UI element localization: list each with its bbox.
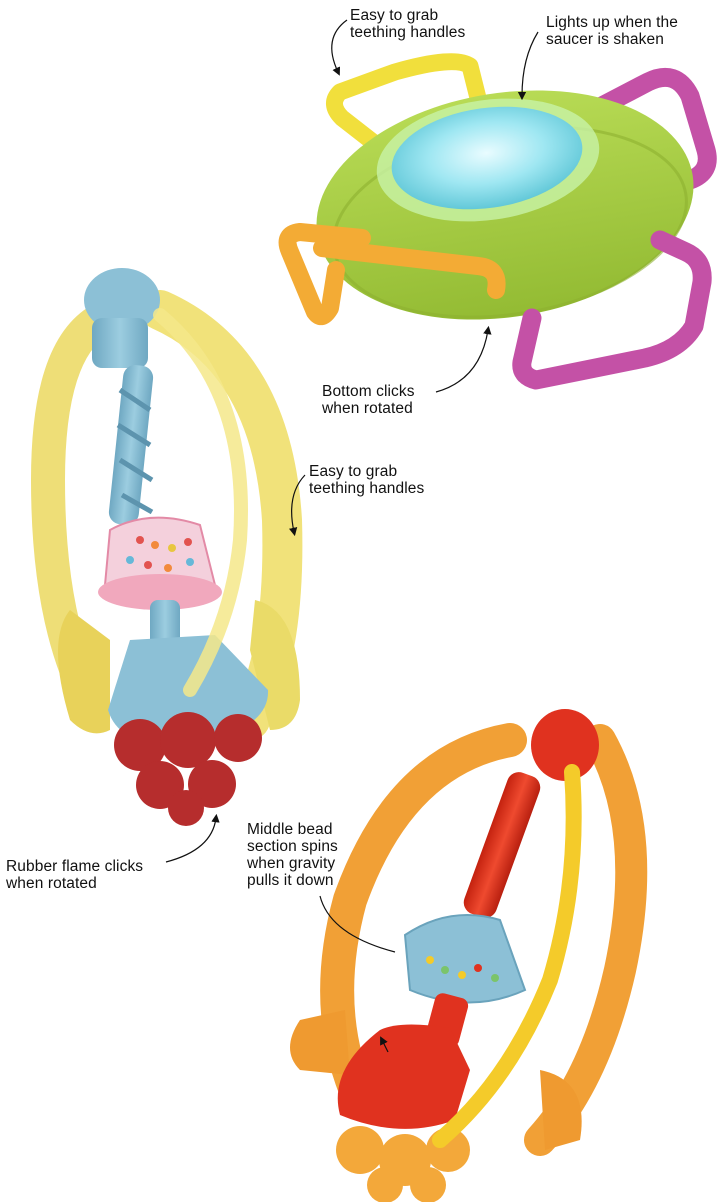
rocket-upper-collar	[92, 318, 148, 368]
saucer-lights-annotation: Lights up when the saucer is shaken	[546, 14, 678, 48]
rocket-toy-blue	[30, 268, 303, 826]
saucer-toy	[278, 53, 717, 390]
callout-rocket-flame	[165, 813, 220, 863]
callout-saucer-bottom	[435, 325, 492, 393]
rocket-toy-red	[290, 709, 648, 1202]
saucer-light-dome	[391, 106, 583, 210]
rocket-rail-front	[153, 308, 248, 697]
saucer-handle-magenta-top	[588, 67, 717, 194]
rocket2-fin-left	[290, 1010, 350, 1075]
rocket-nose	[84, 268, 160, 332]
rocket-flame-annotation: Rubber flame clicks when rotated	[6, 858, 144, 892]
callout-rocket-bead	[319, 895, 396, 953]
rocket-beads	[126, 536, 194, 572]
rocket2-shaft	[463, 772, 541, 918]
rocket2-lower-body	[337, 1024, 470, 1129]
callout-lines	[165, 19, 539, 1053]
rocket2-bead-chamber	[403, 914, 527, 1004]
rocket2-nose	[531, 709, 599, 781]
callout-rocket-bead-arrow	[380, 1036, 389, 1053]
callout-saucer-handles	[331, 19, 348, 76]
rocket2-rail-front	[432, 764, 582, 1148]
rocket2-flame	[336, 1126, 470, 1202]
rocket-pink-disc	[98, 574, 222, 610]
saucer-handle-orange	[278, 223, 506, 326]
rocket-rubber-flame	[114, 712, 262, 826]
callout-rocket-handles	[289, 474, 306, 537]
callout-saucer-lights	[517, 31, 539, 101]
saucer-handles-annotation: Easy to grab teething handles	[350, 7, 466, 41]
rocket-fin-left	[58, 610, 110, 734]
saucer-handle-magenta-bottom	[512, 230, 712, 390]
saucer-handle-yellow	[326, 53, 487, 155]
rocket-shaft-twist	[116, 387, 154, 515]
rocket-handles-annotation: Easy to grab teething handles	[309, 463, 425, 497]
rocket2-beads	[426, 956, 499, 982]
saucer-bottom-annotation: Bottom clicks when rotated	[322, 383, 415, 417]
rocket2-fin-right	[540, 1070, 582, 1150]
rocket-bead-annotation: Middle bead section spins when gravity p…	[247, 821, 338, 889]
